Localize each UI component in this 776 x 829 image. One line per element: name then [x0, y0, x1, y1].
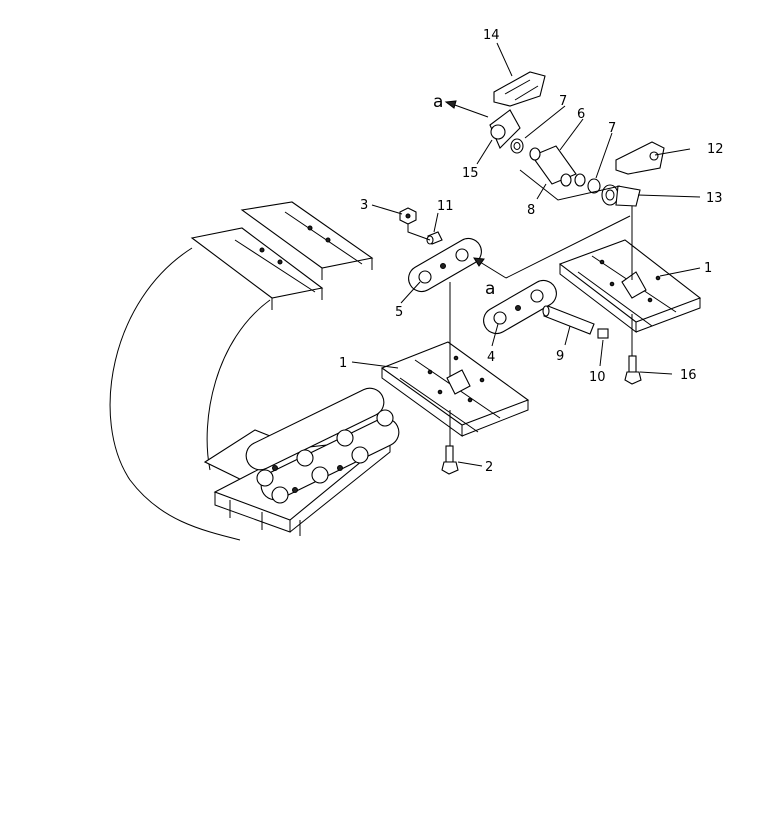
- callout-1-center: 1: [339, 356, 347, 371]
- callout-3: 3: [360, 198, 368, 213]
- callout-6: 6: [577, 107, 585, 122]
- marker-a-lower: a: [485, 279, 495, 299]
- bushing-6: [529, 145, 577, 187]
- callout-5: 5: [395, 305, 403, 320]
- assembly-guides: [351, 42, 701, 467]
- callout-15: 15: [462, 166, 479, 181]
- bolt-11: [426, 231, 443, 245]
- callout-11: 11: [437, 199, 454, 214]
- bolt-16: [624, 355, 642, 385]
- bolt-2: [441, 445, 459, 475]
- cover-14: [493, 71, 546, 107]
- master-link-5: [408, 237, 482, 293]
- seal-7-right: [574, 173, 601, 194]
- callout-12: 12: [707, 142, 724, 157]
- track-chain-assembly: [109, 201, 400, 541]
- link-13: [601, 184, 641, 207]
- callout-14: 14: [483, 28, 500, 43]
- callout-9: 9: [556, 349, 564, 364]
- nut-3: [399, 207, 417, 225]
- link-15: [489, 109, 521, 149]
- callout-1-right: 1: [704, 261, 712, 276]
- callout-2: 2: [485, 460, 493, 475]
- callout-16: 16: [680, 368, 697, 383]
- callout-10: 10: [589, 370, 606, 385]
- callout-7-left: 7: [559, 94, 567, 109]
- callout-8: 8: [527, 203, 535, 218]
- callout-13: 13: [706, 191, 723, 206]
- marker-a-upper: a: [433, 92, 443, 112]
- seal-7-left: [510, 138, 524, 154]
- master-link-4: [483, 279, 557, 335]
- master-pin-9: [542, 305, 609, 339]
- callout-4: 4: [487, 350, 495, 365]
- cover-12: [615, 141, 665, 175]
- callout-7-right: 7: [608, 121, 616, 136]
- callout-labels: 1 1 2 3 4 5 6 7 7 8 9 10 11 12 13 14 15 …: [339, 28, 724, 475]
- shoe-plate-right: [558, 239, 702, 334]
- shoe-plate-center: [380, 341, 530, 437]
